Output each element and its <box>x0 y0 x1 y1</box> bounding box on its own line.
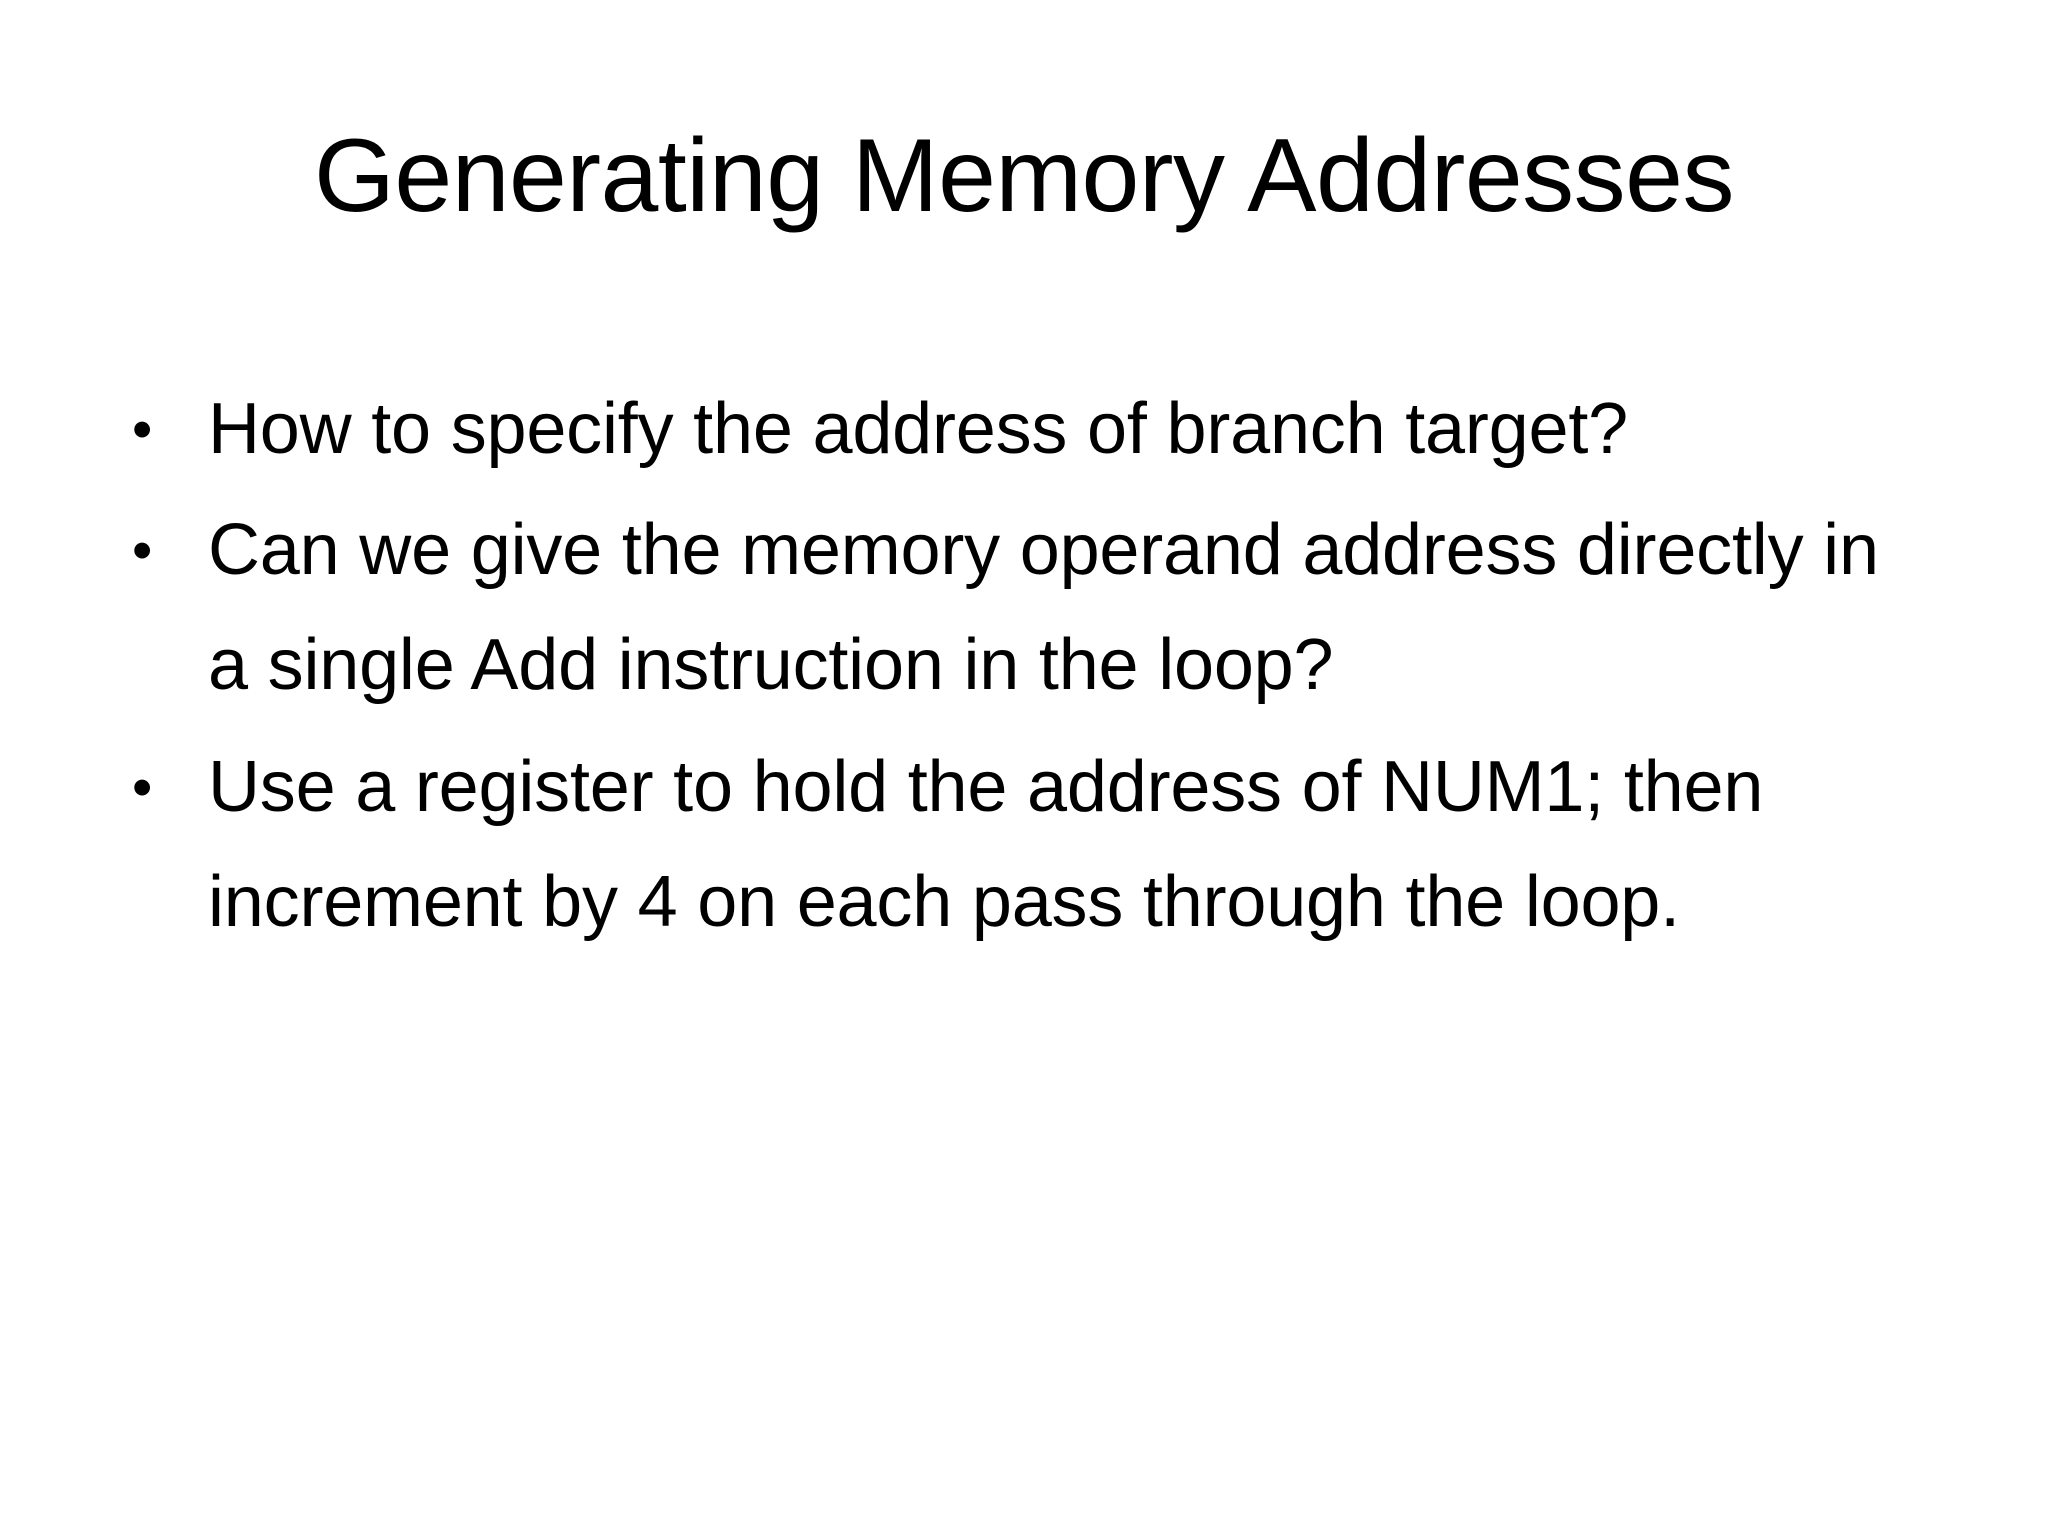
bullet-text: Can we give the memory operand address d… <box>208 510 1879 706</box>
bullet-point-icon: • <box>132 754 153 820</box>
bullet-point-icon: • <box>132 397 153 462</box>
list-item: • Use a register to hold the address of … <box>118 730 1938 960</box>
bullet-point-icon: • <box>132 518 153 584</box>
bullet-text: How to specify the address of branch tar… <box>208 389 1628 469</box>
page-title: Generating Memory Addresses <box>313 118 1735 234</box>
list-item: • How to specify the address of branch t… <box>118 372 1938 487</box>
bullet-text: Use a register to hold the address of NU… <box>208 746 1764 942</box>
bullet-list: • How to specify the address of branch t… <box>118 372 1938 966</box>
list-item: • Can we give the memory operand address… <box>118 493 1938 723</box>
